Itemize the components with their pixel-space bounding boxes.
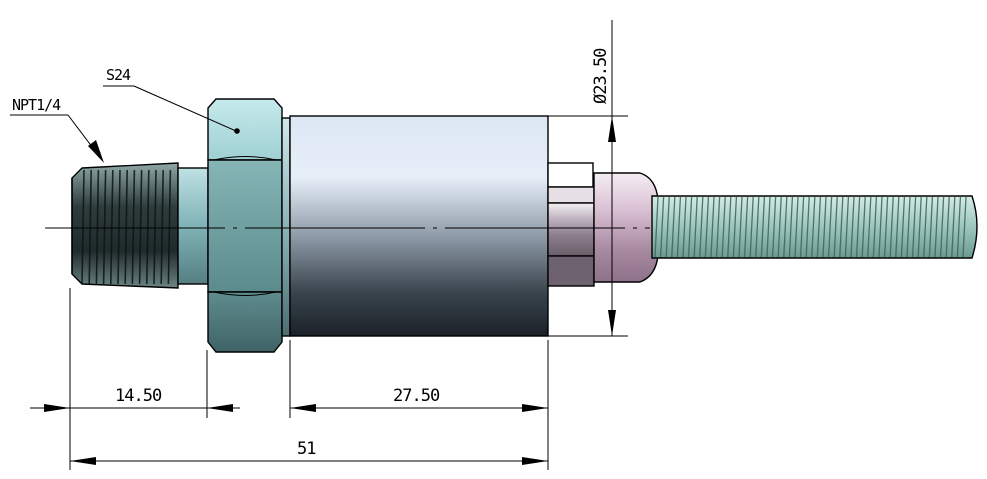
body-diameter-dimension: Ø23.50 [591, 48, 611, 104]
body-length-dimension: 27.50 [393, 386, 440, 406]
cable-coil-line [855, 196, 861, 258]
cable-coil-line [721, 196, 726, 258]
cable-coil-line [945, 196, 950, 258]
cable-coil-line [934, 196, 939, 258]
npt-thread-section [71, 162, 179, 289]
thread-ridge [160, 169, 164, 285]
cable-coil-line [732, 196, 738, 258]
cable-coil-line [956, 196, 962, 258]
cable-coil-line [783, 196, 788, 258]
cable-coil-line [928, 196, 934, 258]
cable [651, 195, 978, 259]
cable-coil-line [811, 196, 816, 258]
cable-coil-line [671, 196, 676, 258]
cable-coil-line [799, 196, 805, 258]
sensor-part [71, 98, 978, 353]
cable-coil-line [749, 196, 754, 258]
leader-lines [10, 85, 240, 163]
cable-coil-line [917, 196, 922, 258]
cable-coil-line [867, 196, 872, 258]
dimension-lines [30, 20, 628, 470]
cable-coil-line [654, 196, 659, 258]
cable-coil-line [923, 196, 928, 258]
sensor-body [289, 115, 549, 337]
thread-ridge [81, 169, 85, 285]
cable-coil-line [766, 196, 771, 258]
cable-coil-line [738, 196, 743, 258]
cable-coil-line [727, 196, 732, 258]
cable-coil-line [704, 196, 710, 258]
thread-shoulder [177, 167, 209, 285]
thread-ridge [102, 169, 107, 285]
cable-coil-line [844, 196, 850, 258]
cable-coil-line [676, 196, 682, 258]
cable-coil-line [816, 196, 822, 258]
cable-coil-line [777, 196, 782, 258]
cable-coil-line [962, 196, 967, 258]
cable-coil-line [771, 196, 777, 258]
cable-coil-line [889, 196, 894, 258]
cable-coil-line [659, 196, 665, 258]
cable-coil-line [760, 196, 766, 258]
cable-coil-line [682, 196, 687, 258]
cable-coil-line [850, 196, 855, 258]
overall-length-dimension: 51 [297, 439, 316, 459]
cable-coil-line [699, 196, 704, 258]
cable-coil-line [693, 196, 698, 258]
cable-coil-line [827, 196, 833, 258]
hex-nut [207, 98, 283, 353]
cable-coil-line [794, 196, 799, 258]
thread-ridge [117, 169, 121, 285]
cable-coil-line [833, 196, 838, 258]
cable-coil-line [900, 196, 906, 258]
cable-coil-line [755, 196, 760, 258]
cable-coil-line [710, 196, 715, 258]
npt-thread-label: NPT1/4 [12, 96, 61, 114]
thread-ridge [95, 169, 100, 285]
cable-coil-line [715, 196, 721, 258]
thread-ridge [138, 169, 143, 285]
cable-coil-line [743, 196, 749, 258]
hex-size-label: S24 [106, 66, 131, 84]
thread-ridge [167, 169, 172, 285]
cable-coil-line [687, 196, 693, 258]
thread-length-dimension: 14.50 [115, 386, 162, 406]
cable-coil-line [951, 196, 956, 258]
body-ring [281, 117, 291, 337]
cable-coil-line [788, 196, 794, 258]
cable-coil-line [665, 196, 670, 258]
thread-ridge [110, 169, 114, 285]
cable-coil-line [883, 196, 889, 258]
cable-coil-line [822, 196, 827, 258]
cable-coil-line [861, 196, 866, 258]
thread-ridge [153, 169, 157, 285]
thread-ridge [124, 169, 128, 285]
thread-ridge [146, 169, 150, 285]
cable-coil-line [939, 196, 945, 258]
cable-coil-line [906, 196, 911, 258]
connector-nut [547, 162, 595, 287]
cable-coil-line [895, 196, 900, 258]
cable-coil-line [872, 196, 878, 258]
thread-ridge [88, 169, 92, 285]
cable-coil-line [839, 196, 844, 258]
thread-ridge [131, 169, 136, 285]
cable-coil-line [911, 196, 917, 258]
cable-coil-line [805, 196, 810, 258]
cable-coil-line [878, 196, 883, 258]
